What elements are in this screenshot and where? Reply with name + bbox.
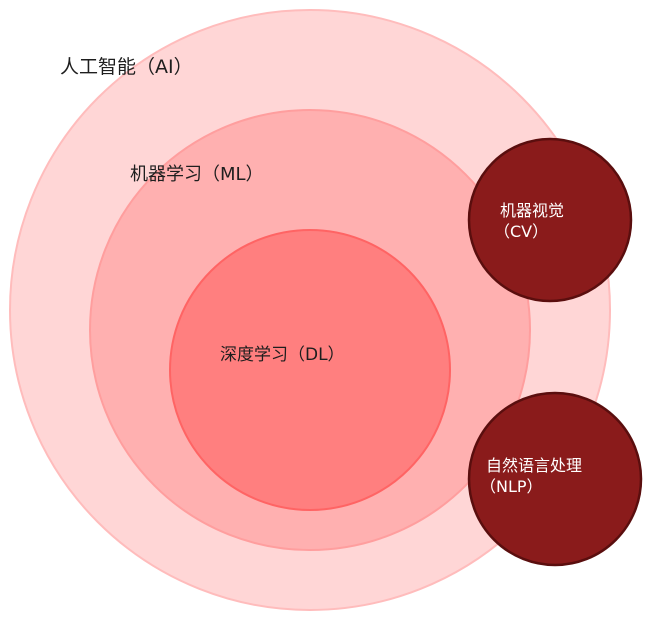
dl-circle <box>169 229 451 511</box>
cv-label: 机器视觉 （CV） <box>494 200 565 242</box>
ml-label: 机器学习（ML） <box>130 164 264 185</box>
nlp-label-line1: 自然语言处理 <box>486 456 583 475</box>
ai-label: 人工智能（AI） <box>60 56 193 78</box>
cv-label-line2: （CV） <box>494 222 549 241</box>
cv-label-line1: 机器视觉 <box>500 201 565 220</box>
cv-circle <box>467 137 633 303</box>
nlp-label: 自然语言处理 （NLP） <box>480 455 583 497</box>
nlp-label-line2: （NLP） <box>480 477 543 496</box>
dl-label: 深度学习（DL） <box>220 345 345 365</box>
nlp-circle <box>467 391 643 567</box>
